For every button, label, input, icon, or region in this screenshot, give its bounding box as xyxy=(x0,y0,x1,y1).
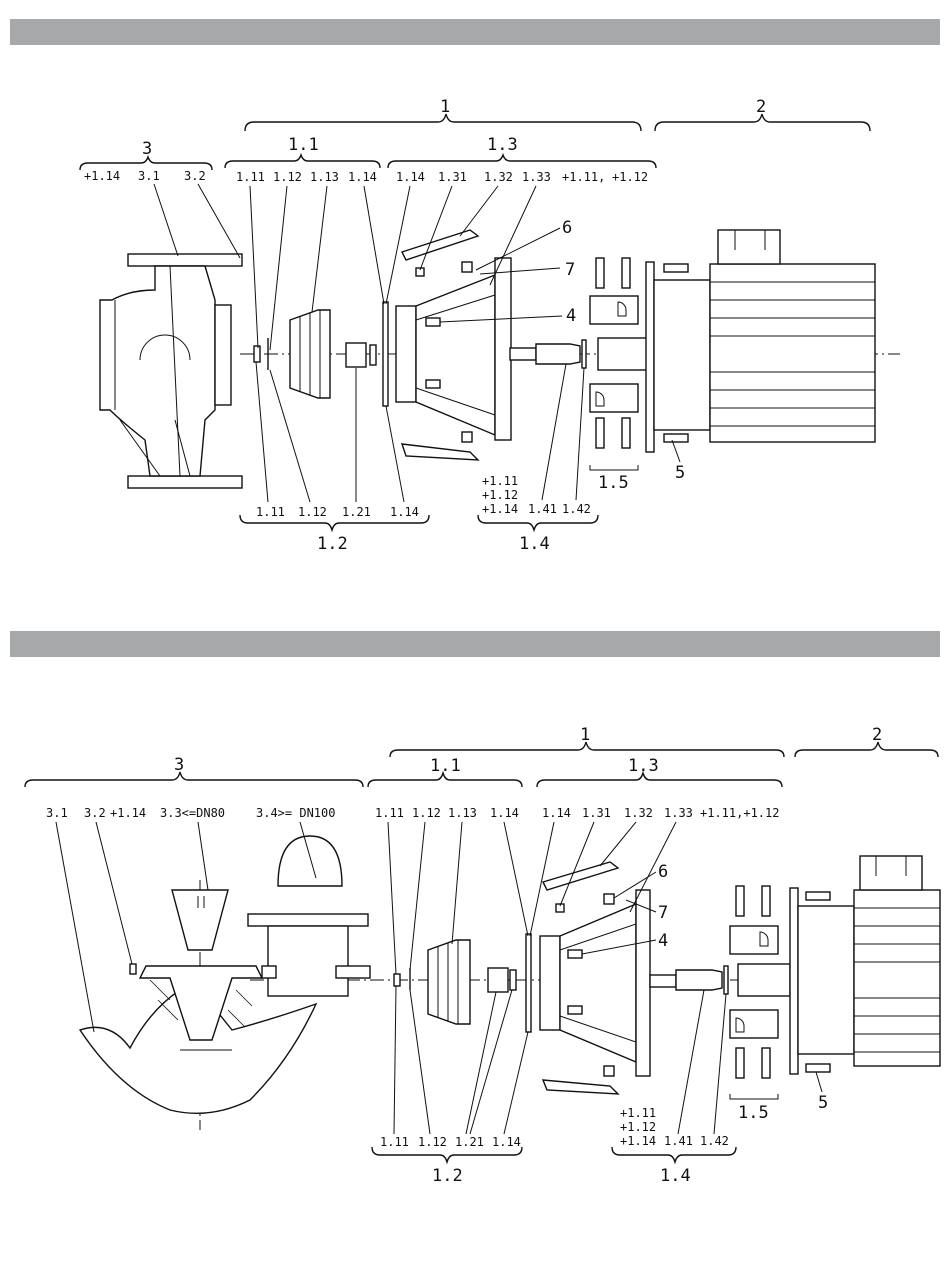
label-part: 3.2 xyxy=(84,806,106,820)
label-part-4: 4 xyxy=(566,306,576,326)
label-part: 1.41 xyxy=(528,502,557,516)
label-part: 1.13 xyxy=(310,170,339,184)
leader-lines-bottom xyxy=(55,821,823,1135)
label-part: +1.11 xyxy=(620,1106,656,1120)
label-group-1-1: 1.1 xyxy=(288,135,319,155)
shaft-top xyxy=(509,339,587,369)
label-part: 1.11 xyxy=(380,1135,409,1149)
label-part: 1.42 xyxy=(700,1134,729,1148)
label-group-1: 1 xyxy=(580,725,590,745)
label-part: 1.41 xyxy=(664,1134,693,1148)
label-part: 1.13 xyxy=(448,806,477,820)
label-group-3: 3 xyxy=(142,139,152,159)
label-part: 1.11 xyxy=(236,170,265,184)
label-part: 1.31 xyxy=(438,170,467,184)
label-group-1: 1 xyxy=(440,97,450,117)
section-header-bar-top xyxy=(10,19,940,45)
label-part: 1.14 xyxy=(390,505,419,519)
pump-casing-section-bottom xyxy=(78,835,371,1114)
coupling-top xyxy=(589,257,651,449)
section-header-bar-bottom xyxy=(10,631,940,657)
label-part: 1.14 xyxy=(490,806,519,820)
label-part: 1.12 xyxy=(273,170,302,184)
label-part: 1.11 xyxy=(375,806,404,820)
label-part: 1.33 xyxy=(522,170,551,184)
label-part: 3.1 xyxy=(138,169,160,183)
label-part: 3.4>= DN100 xyxy=(256,806,335,820)
label-group-1-1: 1.1 xyxy=(430,756,461,776)
leader-lines-top xyxy=(153,183,681,503)
label-part: 1.11 xyxy=(256,505,285,519)
label-part: 1.14 xyxy=(492,1135,521,1149)
label-part: 3.2 xyxy=(184,169,206,183)
label-part: 3.3<=DN80 xyxy=(160,806,225,820)
motor-bottom xyxy=(789,855,941,1075)
label-part: +1.12 xyxy=(620,1120,656,1134)
lantern-bracket-top xyxy=(395,257,512,441)
label-part: 1.14 xyxy=(348,170,377,184)
label-part: +1.12 xyxy=(612,170,648,184)
label-part-5: 5 xyxy=(818,1093,828,1113)
label-group-1-3: 1.3 xyxy=(487,135,518,155)
label-group-1-5: 1.5 xyxy=(738,1103,769,1123)
impeller-top xyxy=(289,309,331,399)
label-group-2: 2 xyxy=(756,97,766,117)
label-part-7: 7 xyxy=(565,260,575,280)
motor-top xyxy=(645,229,876,453)
label-part: 1.42 xyxy=(562,502,591,516)
label-group-2: 2 xyxy=(872,725,882,745)
label-part: 1.14 xyxy=(396,170,425,184)
label-part-7: 7 xyxy=(658,903,668,923)
label-part: +1.14 xyxy=(620,1134,656,1148)
label-part: +1.11, xyxy=(562,170,605,184)
label-group-1-4: 1.4 xyxy=(519,534,550,554)
label-part: 1.21 xyxy=(455,1135,484,1149)
label-group-1-4: 1.4 xyxy=(660,1166,691,1186)
label-group-3: 3 xyxy=(174,755,184,775)
impeller-bottom xyxy=(427,939,471,1025)
label-part-5: 5 xyxy=(675,463,685,483)
coupling-bottom xyxy=(729,885,791,1079)
label-part: +1.14 xyxy=(84,169,120,183)
diagram-top: 1 2 3 1.1 1.3 1.2 1.4 1.5 +1.14 3.1 3.2 … xyxy=(79,97,900,554)
pump-casing-top xyxy=(99,253,243,489)
label-group-1-2: 1.2 xyxy=(317,534,348,554)
label-part: 1.14 xyxy=(542,806,571,820)
label-part: 1.33 xyxy=(664,806,693,820)
label-part: +1.12 xyxy=(482,488,518,502)
label-part: 1.32 xyxy=(624,806,653,820)
label-part: 1.12 xyxy=(412,806,441,820)
shaft-bottom xyxy=(649,965,729,995)
lantern-bracket-bottom xyxy=(539,889,651,1077)
group-braces-bottom xyxy=(24,741,939,1165)
label-part: +1.11 xyxy=(482,474,518,488)
label-group-1-3: 1.3 xyxy=(628,756,659,776)
label-part-6: 6 xyxy=(658,862,668,882)
label-part: 1.32 xyxy=(484,170,513,184)
diagram-bottom: 1 2 3 1.1 1.3 1.2 1.4 1.5 3.1 3.2 +1.14 … xyxy=(24,725,941,1186)
label-part: 3.1 xyxy=(46,806,68,820)
label-part-4: 4 xyxy=(658,931,668,951)
label-part: 1.12 xyxy=(298,505,327,519)
label-part: 1.31 xyxy=(582,806,611,820)
label-group-1-5: 1.5 xyxy=(598,473,629,493)
label-part: 1.21 xyxy=(342,505,371,519)
label-part: 1.12 xyxy=(418,1135,447,1149)
label-part-6: 6 xyxy=(562,218,572,238)
label-group-1-2: 1.2 xyxy=(432,1166,463,1186)
label-part: +1.14 xyxy=(110,806,146,820)
group-braces-top xyxy=(79,113,871,533)
label-part: +1.11,+1.12 xyxy=(700,806,779,820)
label-part: +1.14 xyxy=(482,502,518,516)
